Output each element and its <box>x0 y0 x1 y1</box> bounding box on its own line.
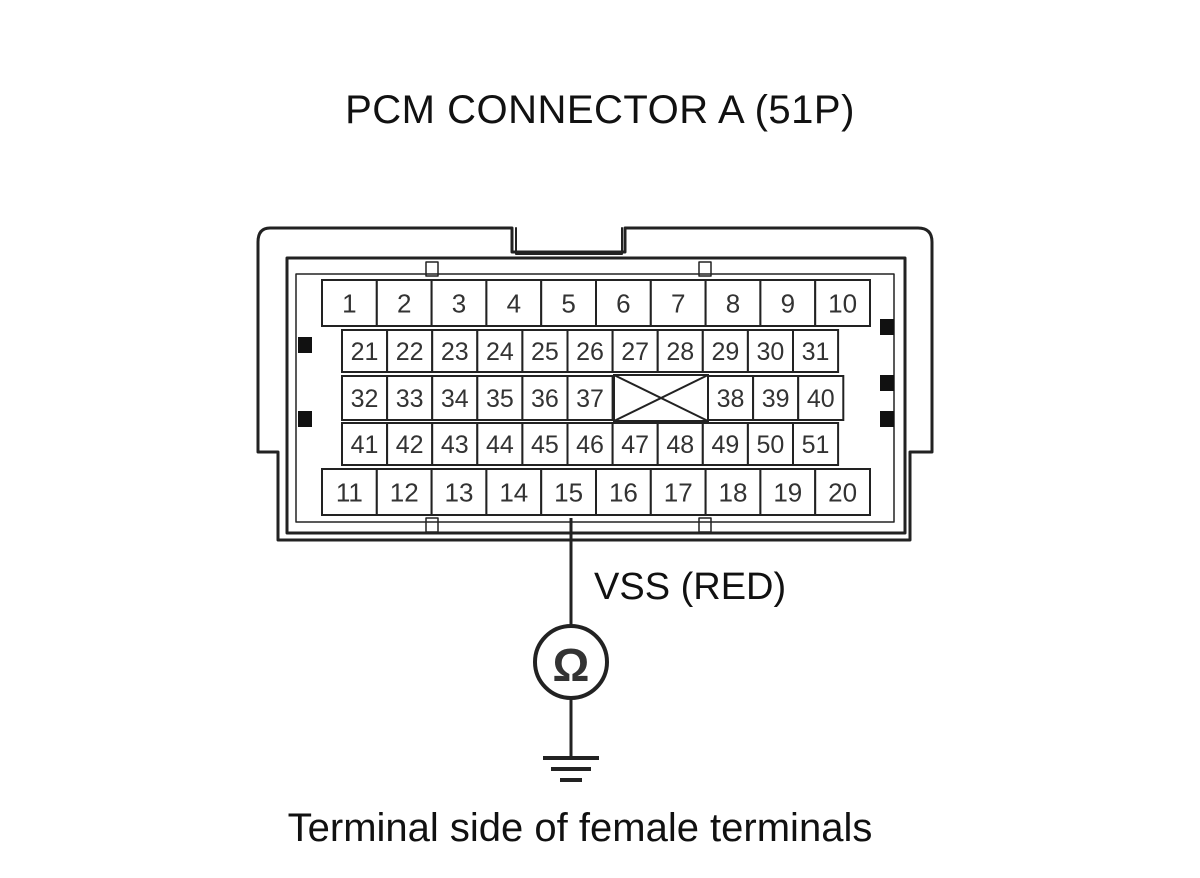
terminal-number: 24 <box>486 338 514 366</box>
terminal-number: 4 <box>507 288 521 318</box>
terminal-number: 34 <box>441 385 469 413</box>
terminal-cavity <box>566 375 614 421</box>
terminal-cavity <box>521 375 569 421</box>
terminal-cavity <box>792 329 840 373</box>
terminal-number: 44 <box>486 431 514 459</box>
terminal-number: 11 <box>336 477 363 507</box>
terminal-cavity <box>759 279 817 327</box>
terminal-number: 43 <box>441 431 469 459</box>
terminal-number: 38 <box>717 385 745 413</box>
terminal-number: 35 <box>486 385 514 413</box>
diagram-caption: Terminal side of female terminals <box>287 806 873 850</box>
terminal-number: 29 <box>711 338 739 366</box>
terminal-cavity <box>521 329 569 373</box>
terminal-number: 23 <box>441 338 469 366</box>
terminal-cavity <box>792 422 840 466</box>
terminal-number: 49 <box>711 431 739 459</box>
terminal-cavity <box>746 422 795 466</box>
terminal-cavity <box>386 375 434 421</box>
terminal-cavity <box>704 468 762 516</box>
terminal-cavity <box>431 375 479 421</box>
terminal-cavity <box>797 375 845 421</box>
terminal-cavity <box>540 468 598 516</box>
terminal-number: 51 <box>802 431 830 459</box>
terminal-number: 13 <box>445 477 474 507</box>
terminal-cavity <box>476 375 524 421</box>
terminal-number: 3 <box>452 288 466 318</box>
terminal-cavity <box>701 422 749 466</box>
terminal-cavity <box>521 422 569 466</box>
terminal-cavity <box>595 468 652 516</box>
terminal-number: 21 <box>351 338 379 366</box>
terminal-number: 8 <box>726 288 740 318</box>
terminal-cavity <box>341 422 389 466</box>
terminal-number: 9 <box>781 288 795 318</box>
terminal-cavity <box>476 329 524 373</box>
terminal-cavity <box>430 468 488 516</box>
wire-label: VSS (RED) <box>594 566 787 608</box>
terminal-number: 47 <box>621 431 649 459</box>
latch-blocks <box>298 319 894 427</box>
diagram-title: PCM CONNECTOR A (51P) <box>345 88 855 132</box>
terminal-number: 33 <box>396 385 424 413</box>
terminal-number: 1 <box>342 288 356 318</box>
terminal-number: 48 <box>666 431 694 459</box>
terminal-cavity <box>759 468 817 516</box>
terminal-cavity <box>375 468 433 516</box>
terminal-number: 39 <box>762 385 790 413</box>
terminal-cavity <box>814 279 872 327</box>
terminal-number: 27 <box>621 338 649 366</box>
terminal-number: 20 <box>828 477 857 507</box>
terminal-cavity <box>656 329 704 373</box>
terminal-number: 17 <box>664 477 693 507</box>
terminal-number: 26 <box>576 338 604 366</box>
terminal-number: 42 <box>396 431 424 459</box>
terminal-number: 36 <box>531 385 559 413</box>
terminal-cavity <box>595 279 652 327</box>
terminal-number: 46 <box>576 431 604 459</box>
terminal-number: 15 <box>554 477 583 507</box>
terminal-number: 18 <box>719 477 748 507</box>
terminal-number: 40 <box>807 385 835 413</box>
terminal-number: 14 <box>499 477 528 507</box>
terminal-number: 50 <box>757 431 785 459</box>
terminal-cavity <box>704 279 762 327</box>
terminal-number: 5 <box>561 288 575 318</box>
terminal-cavity <box>386 422 434 466</box>
terminal-number: 37 <box>576 385 604 413</box>
blocked-cavity <box>613 374 709 422</box>
terminal-number: 10 <box>828 288 857 318</box>
terminal-number: 2 <box>397 288 411 318</box>
terminal-cavity <box>746 329 795 373</box>
terminal-number: 45 <box>531 431 559 459</box>
terminal-number: 6 <box>616 288 630 318</box>
terminal-cavity <box>476 422 524 466</box>
ground-icon <box>543 756 599 782</box>
terminal-number: 7 <box>671 288 685 318</box>
terminal-number: 32 <box>351 385 379 413</box>
terminal-number: 28 <box>666 338 694 366</box>
terminal-number: 30 <box>757 338 785 366</box>
terminal-number: 22 <box>396 338 424 366</box>
terminal-cavity <box>431 422 479 466</box>
terminal-cavity <box>649 279 707 327</box>
ohmmeter-icon: Ω <box>533 624 609 700</box>
terminal-cavity <box>814 468 872 516</box>
connector-housing <box>256 226 934 542</box>
terminal-number: 25 <box>531 338 559 366</box>
terminal-number: 41 <box>351 431 379 459</box>
terminal-number: 31 <box>802 338 830 366</box>
terminal-number: 16 <box>609 477 638 507</box>
terminal-cavity <box>375 279 433 327</box>
terminal-number: 19 <box>773 477 802 507</box>
svg-text:Ω: Ω <box>553 639 590 691</box>
terminal-cavity <box>656 422 704 466</box>
terminal-cavity <box>611 329 659 373</box>
terminal-number: 12 <box>390 477 419 507</box>
terminal-cavity <box>611 422 659 466</box>
